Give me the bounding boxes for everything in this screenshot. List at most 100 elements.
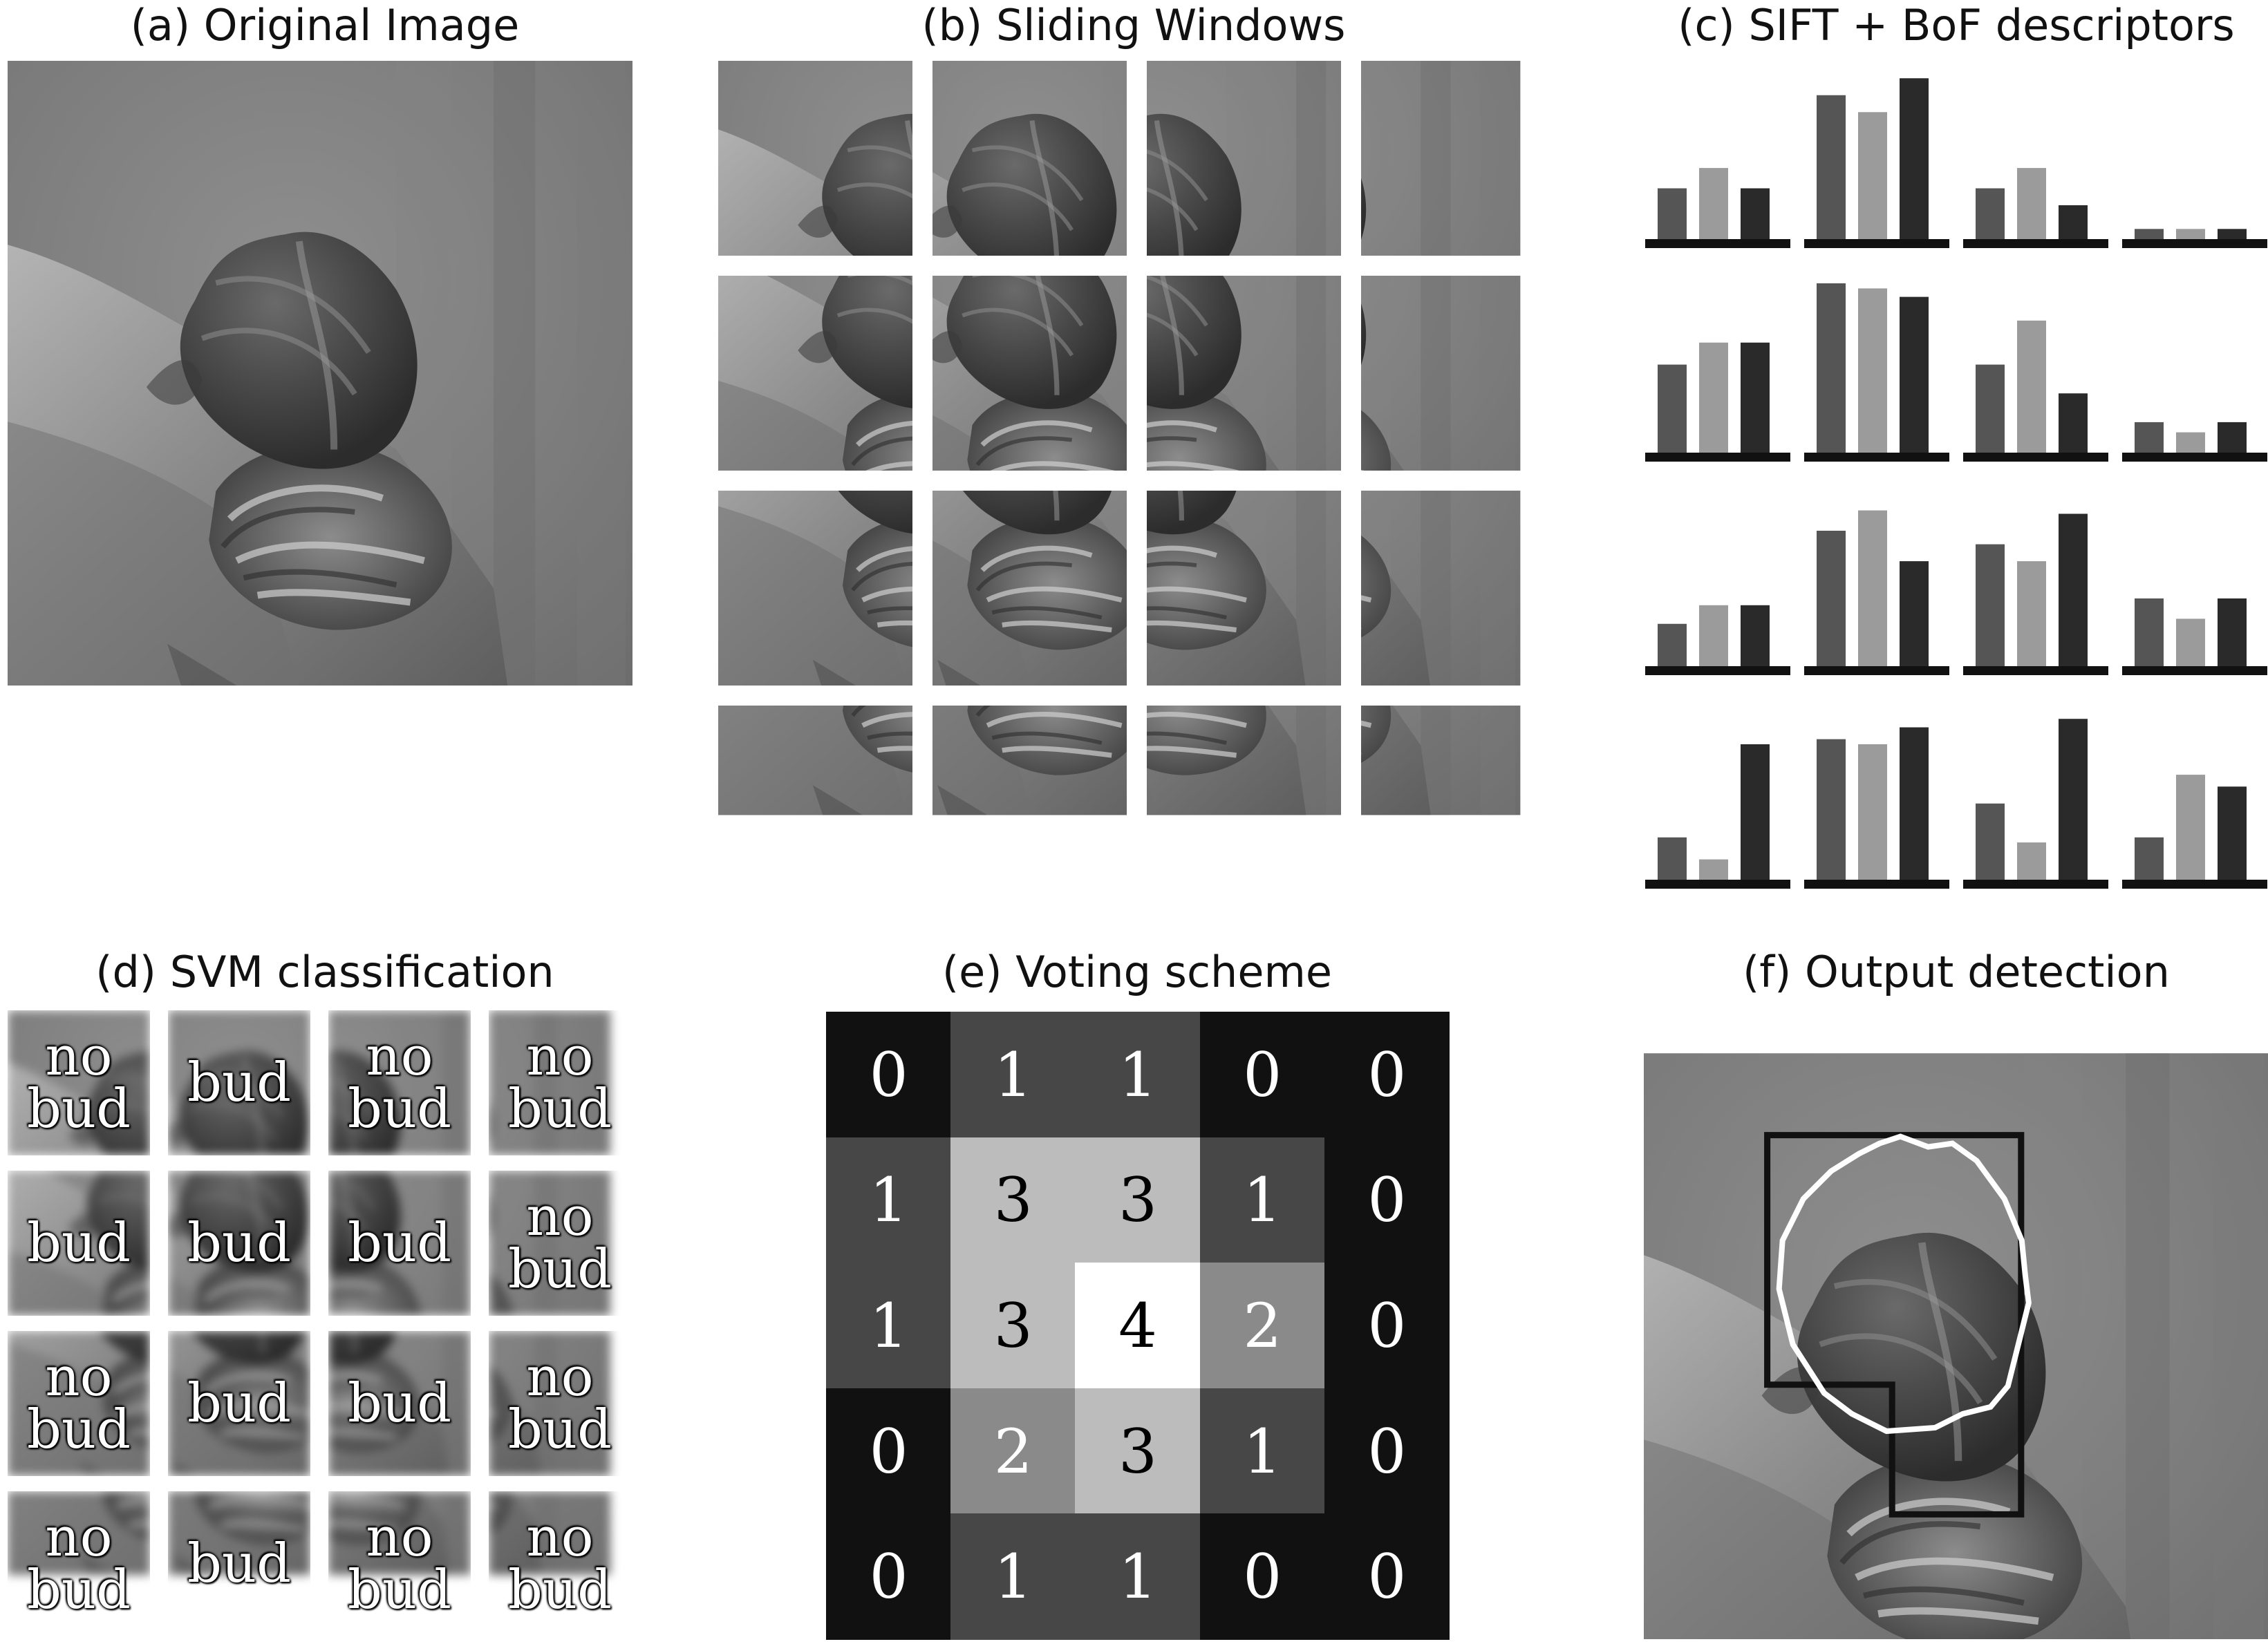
- svm-label-word: bud: [347, 1211, 452, 1274]
- bud-contour: [1776, 1133, 2032, 1435]
- vote-cell: 0: [826, 1513, 952, 1640]
- svm-label-word: no: [526, 1025, 594, 1088]
- histogram-bar: [2135, 229, 2164, 239]
- histogram-bar: [2059, 513, 2088, 666]
- vote-cell: 1: [1075, 1012, 1201, 1138]
- original-image: [8, 61, 632, 686]
- svm-label: bud: [168, 1491, 310, 1636]
- svm-label-word: no: [366, 1025, 433, 1088]
- histogram-baseline: [2122, 239, 2267, 248]
- svm-label-word: no: [45, 1506, 113, 1569]
- histogram-grid: [1645, 61, 2267, 898]
- histogram-baseline: [1645, 666, 1790, 675]
- sliding-window: [718, 491, 912, 686]
- histogram-baseline: [1645, 880, 1790, 889]
- histogram-baseline: [1963, 453, 2108, 462]
- svm-cell: bud: [168, 1331, 310, 1476]
- histogram-bar: [1658, 188, 1687, 239]
- histogram-bar: [1858, 510, 1887, 666]
- sliding-window: [1147, 706, 1341, 900]
- histogram-baseline: [1645, 239, 1790, 248]
- svm-label-word: bud: [347, 1372, 452, 1435]
- histogram-baseline: [1804, 239, 1949, 248]
- panel-e-title: (e) Voting scheme: [941, 947, 1333, 997]
- vote-cell: 0: [1324, 1137, 1450, 1264]
- svm-label-word: bud: [187, 1051, 292, 1114]
- vote-cell: 3: [950, 1137, 1076, 1264]
- panel-b-title: (b) Sliding Windows: [921, 0, 1346, 50]
- vote-cell: 0: [1324, 1012, 1450, 1138]
- svm-label-word: no: [526, 1345, 594, 1408]
- histogram-bar: [1976, 544, 2005, 666]
- histogram-bar: [1900, 561, 1929, 666]
- histogram-chart: [1645, 78, 2267, 889]
- svm-label: bud: [328, 1331, 471, 1476]
- histogram-bar: [1817, 283, 1846, 453]
- vote-cell: 4: [1075, 1263, 1201, 1389]
- svm-cell: bud: [168, 1171, 310, 1316]
- panel-c-title: (c) SIFT + BoF descriptors: [1678, 0, 2235, 50]
- histogram-bar: [1976, 364, 2005, 453]
- vote-cell: 2: [950, 1388, 1076, 1515]
- sliding-window: [718, 276, 912, 471]
- svm-label: bud: [168, 1171, 310, 1316]
- svm-label-word: no: [526, 1506, 594, 1569]
- sliding-window: [1361, 61, 1555, 256]
- histogram-bar: [1741, 605, 1770, 666]
- output-detection-image: [1644, 1012, 2268, 1639]
- sliding-windows-grid: [718, 61, 1555, 898]
- histogram-bar: [1976, 188, 2005, 239]
- histogram-baseline: [2122, 666, 2267, 675]
- histogram-baseline: [1963, 239, 2108, 248]
- svm-label-word: bud: [26, 1399, 131, 1461]
- svm-label-word: bud: [187, 1211, 292, 1274]
- sliding-window: [1147, 276, 1341, 471]
- histogram-bar: [1858, 744, 1887, 880]
- vote-cell: 1: [826, 1137, 952, 1264]
- histogram-baseline: [1804, 666, 1949, 675]
- panel-d-title: (d) SVM classification: [95, 947, 554, 997]
- histogram-bar: [1900, 78, 1929, 239]
- vote-cell: 1: [826, 1263, 952, 1389]
- histogram-bar: [2135, 598, 2164, 666]
- histogram-bar: [2218, 786, 2247, 880]
- histogram-bar: [1741, 744, 1770, 880]
- sliding-window: [1361, 491, 1555, 686]
- histogram-bar: [1858, 288, 1887, 453]
- svm-label-word: bud: [26, 1211, 131, 1274]
- vote-cell: 1: [1199, 1388, 1325, 1515]
- histogram-bar: [1699, 168, 1728, 239]
- histogram-bar: [1658, 623, 1687, 666]
- vote-cell: 0: [826, 1388, 952, 1515]
- histogram-bar: [2017, 842, 2046, 880]
- vote-cell: 1: [950, 1513, 1076, 1640]
- histogram-bar: [1817, 739, 1846, 880]
- histogram-bar: [1658, 837, 1687, 880]
- vote-cell: 2: [1199, 1263, 1325, 1389]
- svm-label-word: bud: [507, 1559, 612, 1621]
- sliding-window: [1147, 61, 1341, 256]
- histogram-bar: [2176, 432, 2205, 453]
- histogram-bar: [1741, 342, 1770, 453]
- sliding-window: [718, 61, 912, 256]
- histogram-bar: [2176, 618, 2205, 666]
- sliding-window: [932, 706, 1127, 900]
- sliding-window: [932, 276, 1127, 471]
- svm-label-word: bud: [26, 1078, 131, 1140]
- histogram-bar: [2017, 320, 2046, 453]
- svm-label-word: bud: [347, 1559, 452, 1621]
- histogram-bar: [1817, 531, 1846, 666]
